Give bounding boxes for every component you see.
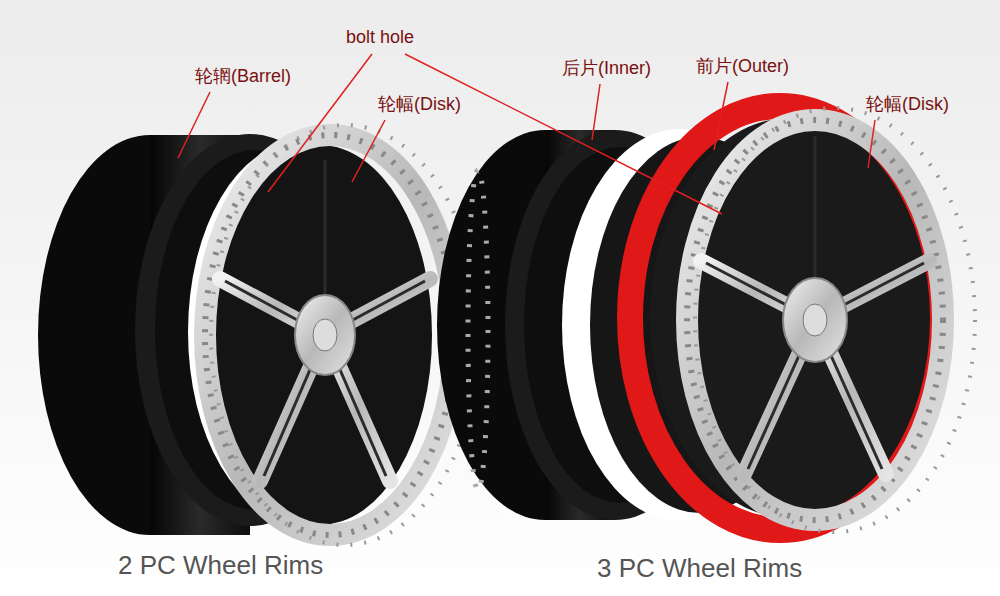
leader-lines bbox=[178, 54, 875, 214]
caption-label: 2 PC Wheel Rims bbox=[118, 550, 323, 581]
two-piece-wheel bbox=[38, 125, 479, 545]
caption-label: 3 PC Wheel Rims bbox=[597, 553, 802, 584]
part-label: 轮幅(Disk) bbox=[866, 94, 949, 116]
part-label: bolt hole bbox=[346, 27, 414, 49]
part-label: 前片(Outer) bbox=[696, 56, 789, 78]
part-label: 轮幅(Disk) bbox=[378, 94, 461, 116]
three-piece-wheel bbox=[437, 106, 975, 532]
part-label: 后片(Inner) bbox=[562, 58, 651, 80]
part-label: 轮辋(Barrel) bbox=[195, 66, 291, 88]
